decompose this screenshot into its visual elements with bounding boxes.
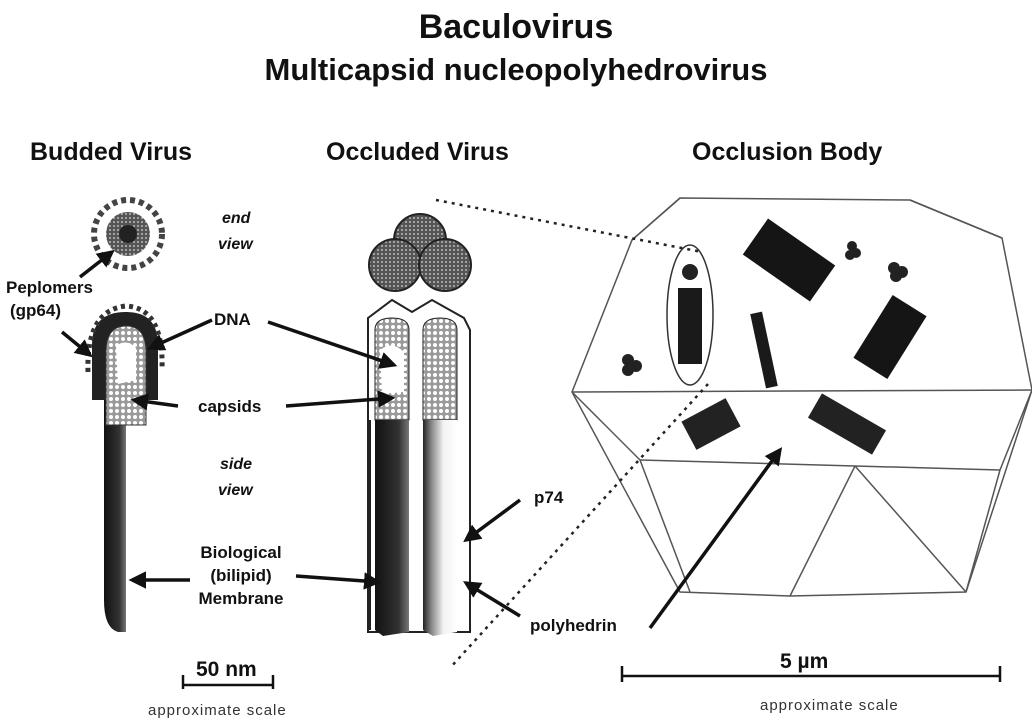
scale-right-value: 5 µm bbox=[780, 650, 828, 674]
scale-left-caption: approximate scale bbox=[148, 702, 287, 719]
label-end: end bbox=[222, 210, 250, 228]
label-gp64: (gp64) bbox=[10, 301, 61, 321]
label-biological: Biological bbox=[182, 543, 300, 563]
heading-occlusion-body: Occlusion Body bbox=[692, 138, 882, 167]
projection-lines bbox=[436, 200, 708, 668]
subtitle: Multicapsid nucleopolyhedrovirus bbox=[0, 52, 1032, 88]
scale-right-caption: approximate scale bbox=[760, 697, 899, 714]
label-peplomers: Peplomers bbox=[6, 278, 93, 298]
label-polyhedrin: polyhedrin bbox=[530, 616, 617, 636]
label-side-view: view bbox=[218, 482, 253, 500]
label-capsids: capsids bbox=[198, 397, 261, 417]
main-title: Baculovirus bbox=[0, 8, 1032, 47]
budded-virus-side-view bbox=[88, 306, 162, 632]
occlusion-body-virions bbox=[622, 218, 927, 454]
label-dna: DNA bbox=[214, 310, 251, 330]
heading-budded-virus: Budded Virus bbox=[30, 138, 192, 167]
occluded-virus-end-view bbox=[369, 214, 471, 291]
occluded-virus-side-view bbox=[368, 300, 470, 636]
label-p74: p74 bbox=[534, 488, 563, 508]
scale-left-value: 50 nm bbox=[196, 658, 257, 682]
label-bilipid: (bilipid) bbox=[182, 566, 300, 586]
heading-occluded-virus: Occluded Virus bbox=[326, 138, 509, 167]
label-side: side bbox=[220, 456, 252, 474]
label-membrane: Membrane bbox=[182, 589, 300, 609]
label-end-view: view bbox=[218, 236, 253, 254]
